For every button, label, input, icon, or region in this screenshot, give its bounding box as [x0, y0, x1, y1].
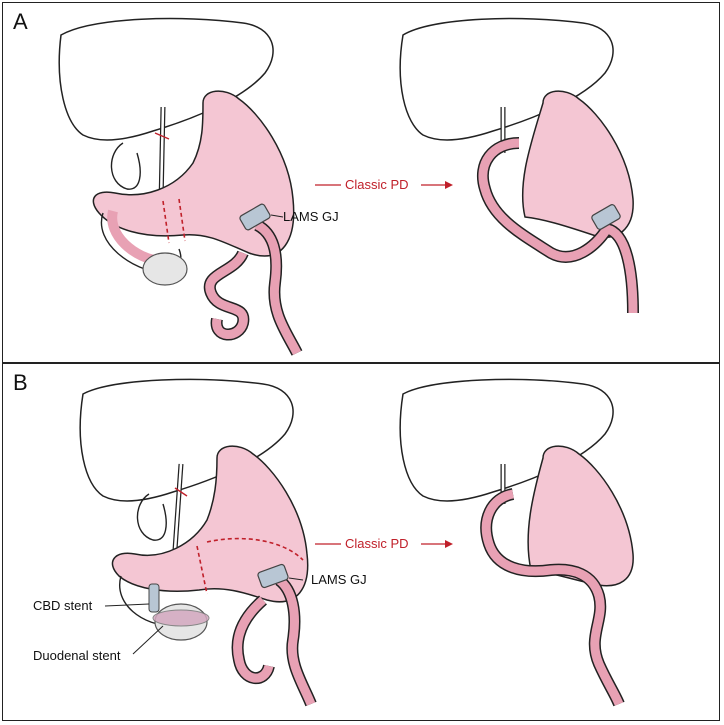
- stomach-right-b: [527, 445, 634, 587]
- arrow-head-a: [445, 181, 453, 189]
- cut-line-a1: [162, 200, 170, 244]
- cbd-stent: [148, 583, 160, 613]
- stomach-b: [111, 445, 309, 603]
- panel-a-illustration: LAMS GJ Classic PD: [58, 17, 639, 356]
- panel-a: A LAMS: [2, 2, 720, 363]
- cut-line-b3: [174, 487, 188, 497]
- arrow-label-a: Classic PD: [345, 177, 409, 192]
- cut-line-b2: [206, 537, 304, 561]
- lams-label-a: LAMS GJ: [283, 209, 339, 224]
- lams-stent-right-a: [591, 204, 621, 230]
- cut-line-a2: [178, 198, 186, 242]
- arrow-label-b: Classic PD: [345, 536, 409, 551]
- panel-a-letter: A: [13, 9, 28, 34]
- pancreas-a: [142, 252, 188, 286]
- lams-label-b: LAMS GJ: [311, 572, 367, 587]
- panel-b-illustration: LAMS GJ CBD stent Duodenal stent Classic…: [33, 378, 634, 707]
- lams-stent-a: [239, 203, 271, 231]
- cut-line-a3: [154, 132, 170, 140]
- panel-b: B LAMS GJ: [2, 363, 720, 721]
- duodenal-stent: [152, 609, 210, 627]
- cbd-stent-label: CBD stent: [33, 598, 93, 613]
- gallbladder-b: [136, 493, 167, 541]
- duodenal-stent-label: Duodenal stent: [33, 648, 121, 663]
- cut-line-b1: [196, 545, 208, 595]
- panel-b-letter: B: [13, 370, 28, 395]
- lams-stent-b: [257, 563, 289, 589]
- gallbladder-a: [110, 142, 141, 190]
- arrow-head-b: [445, 540, 453, 548]
